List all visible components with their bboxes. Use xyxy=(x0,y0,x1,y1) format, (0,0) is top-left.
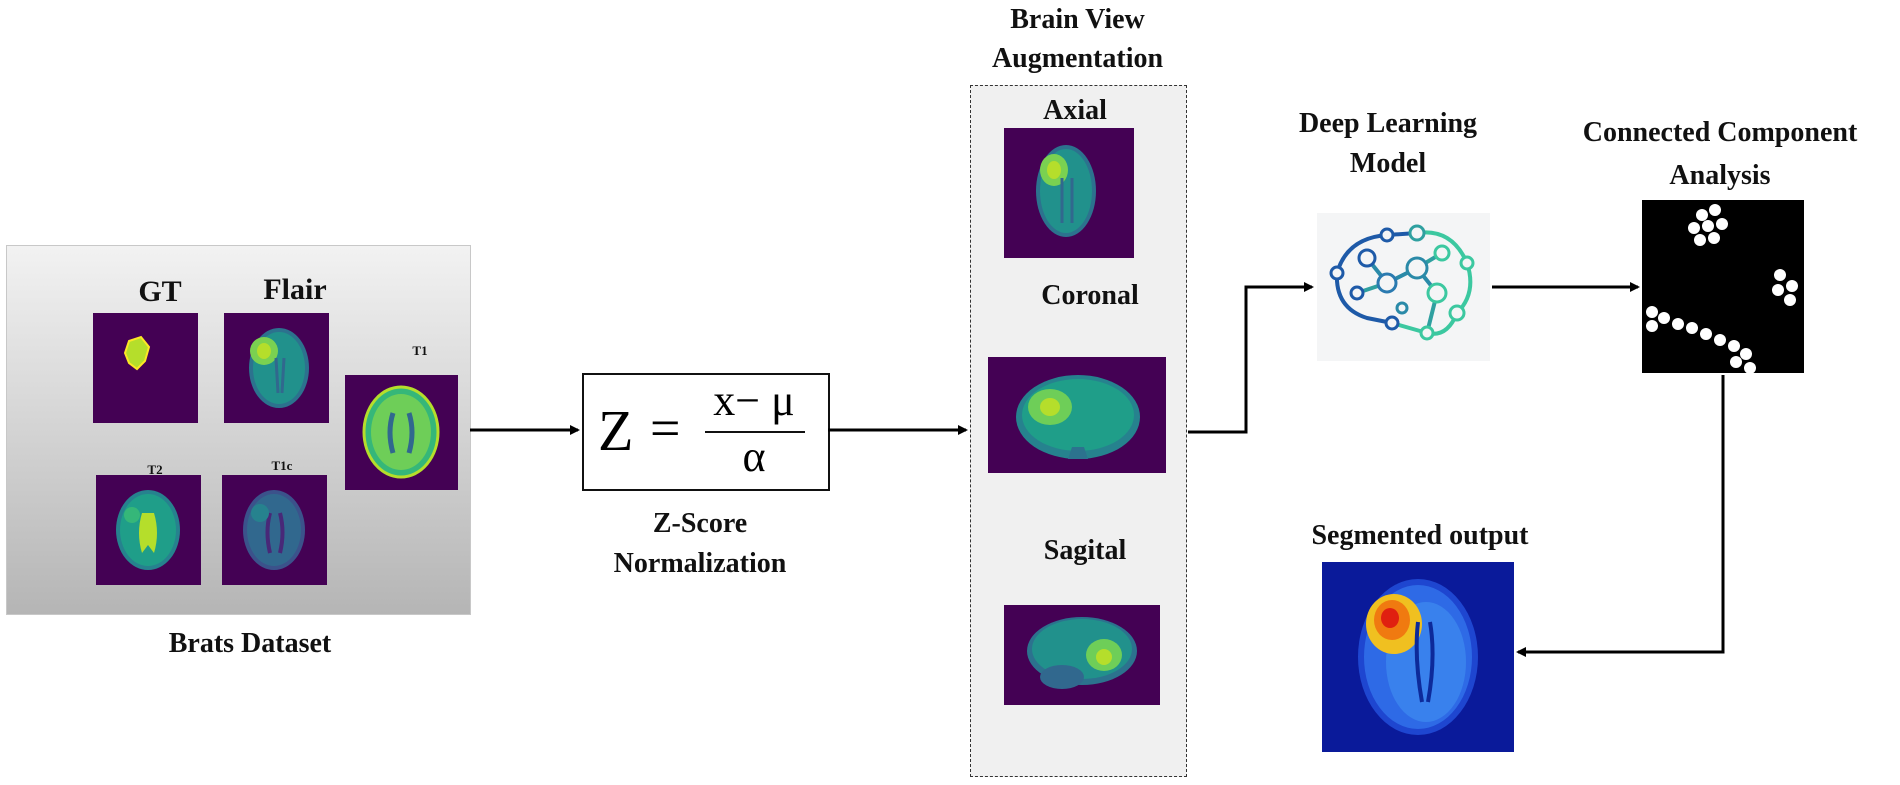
segmented-output-image xyxy=(1322,562,1514,752)
model-title-line1: Deep Learning xyxy=(1298,108,1478,139)
augmentation-title-line1: Brain View xyxy=(1010,4,1145,35)
dataset-caption: Brats Dataset xyxy=(168,628,332,659)
augmentation-title-line2: Augmentation xyxy=(991,43,1164,74)
modality-label-flair: Flair xyxy=(263,273,327,306)
modality-label-t1: T1 xyxy=(412,343,428,358)
arrow-cca-to-output xyxy=(1516,375,1725,657)
formula-lhs: Z xyxy=(598,398,634,463)
coronal-scan-image xyxy=(988,357,1166,473)
modality-label-t1c: T1c xyxy=(271,458,293,473)
formula-denominator: α xyxy=(742,432,766,481)
gt-scan-image xyxy=(93,313,198,423)
cca-title-line1: Connected Component xyxy=(1582,117,1858,148)
view-label-coronal: Coronal xyxy=(1041,280,1139,311)
connected-components-image xyxy=(1642,200,1804,374)
view-label-sagital: Sagital xyxy=(1043,535,1127,566)
view-label-axial: Axial xyxy=(1043,95,1107,126)
t1c-scan-image xyxy=(222,475,327,585)
t1-scan-image xyxy=(345,375,458,490)
neural-network-icon xyxy=(1317,213,1490,361)
axial-scan-image xyxy=(1004,128,1134,258)
normalization-caption-line2: Normalization xyxy=(613,548,787,579)
gt-tumor-mask xyxy=(123,335,151,371)
arrow-augmentation-to-model xyxy=(1188,282,1314,434)
formula-numerator: x− μ xyxy=(713,376,795,425)
modality-label-gt: GT xyxy=(138,275,182,308)
formula-fraction-bar xyxy=(705,431,805,433)
formula-equals: = xyxy=(650,398,681,458)
flair-scan-image xyxy=(224,313,329,423)
modality-label-t2: T2 xyxy=(147,462,163,477)
sagital-scan-image xyxy=(1004,605,1160,705)
normalization-caption-line1: Z-Score xyxy=(652,508,748,539)
t2-scan-image xyxy=(96,475,201,585)
cca-title-line2: Analysis xyxy=(1669,160,1771,191)
output-title: Segmented output xyxy=(1311,520,1529,551)
model-title-line2: Model xyxy=(1349,148,1427,179)
z-score-formula-box: Z = x− μ α xyxy=(582,373,830,491)
